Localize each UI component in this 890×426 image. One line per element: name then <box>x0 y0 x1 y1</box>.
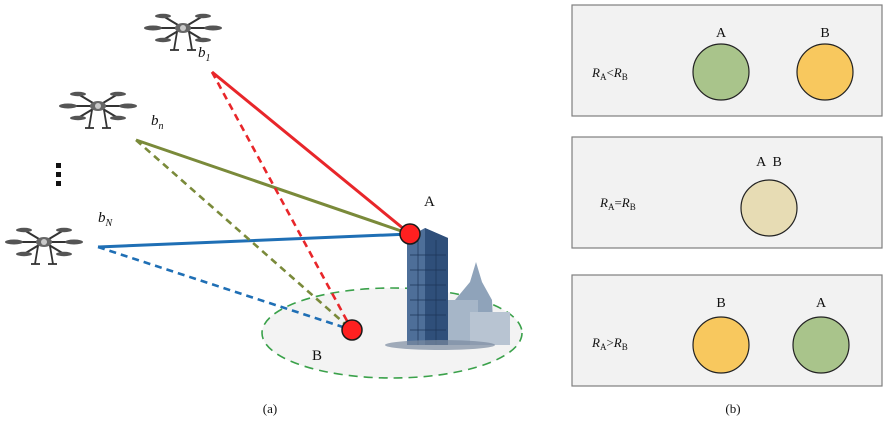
case-panel-equal: RA=RB A B <box>571 136 883 249</box>
uav-bN-label: bN <box>98 210 114 229</box>
node-b-label: B <box>312 348 322 364</box>
link-bn-to-a <box>135 138 411 236</box>
uav-bn-label: bn <box>151 113 164 132</box>
circle-label-a: A <box>716 26 727 41</box>
circle-label-a: A <box>816 296 827 311</box>
case-panel-less: RA<RB A B <box>571 4 883 117</box>
circle-b <box>692 316 750 374</box>
ellipsis-dots <box>56 163 61 186</box>
building-cluster <box>385 228 510 350</box>
link-bn-to-b <box>135 139 353 331</box>
node-a-label: A <box>424 194 435 210</box>
link-b1-to-a <box>211 70 411 236</box>
uav-bn-icon <box>58 90 138 129</box>
circle-b <box>796 43 854 101</box>
uav-bN-icon <box>4 226 84 265</box>
link-bN-to-a <box>97 232 411 249</box>
relation-greater: RA>RB <box>591 335 628 352</box>
circle-label-b: B <box>820 26 829 41</box>
node-a <box>399 223 421 245</box>
node-b <box>341 319 363 341</box>
circle-a <box>692 43 750 101</box>
relation-equal: RA=RB <box>599 195 636 212</box>
link-bN-to-b <box>97 245 353 332</box>
circle-ab-overlap <box>740 179 798 237</box>
caption-a: (a) <box>263 401 277 416</box>
circle-label-b: B <box>716 296 725 311</box>
relation-less: RA<RB <box>591 65 628 82</box>
case-panel-greater: RA>RB B A <box>571 274 883 387</box>
circle-label-ab: A B <box>756 155 782 170</box>
link-b1-to-b <box>210 71 354 331</box>
caption-b: (b) <box>725 401 740 416</box>
links <box>97 70 411 332</box>
uav-b1-icon <box>143 12 223 52</box>
circle-a <box>792 316 850 374</box>
uav-b1-label: b1 <box>198 45 211 64</box>
